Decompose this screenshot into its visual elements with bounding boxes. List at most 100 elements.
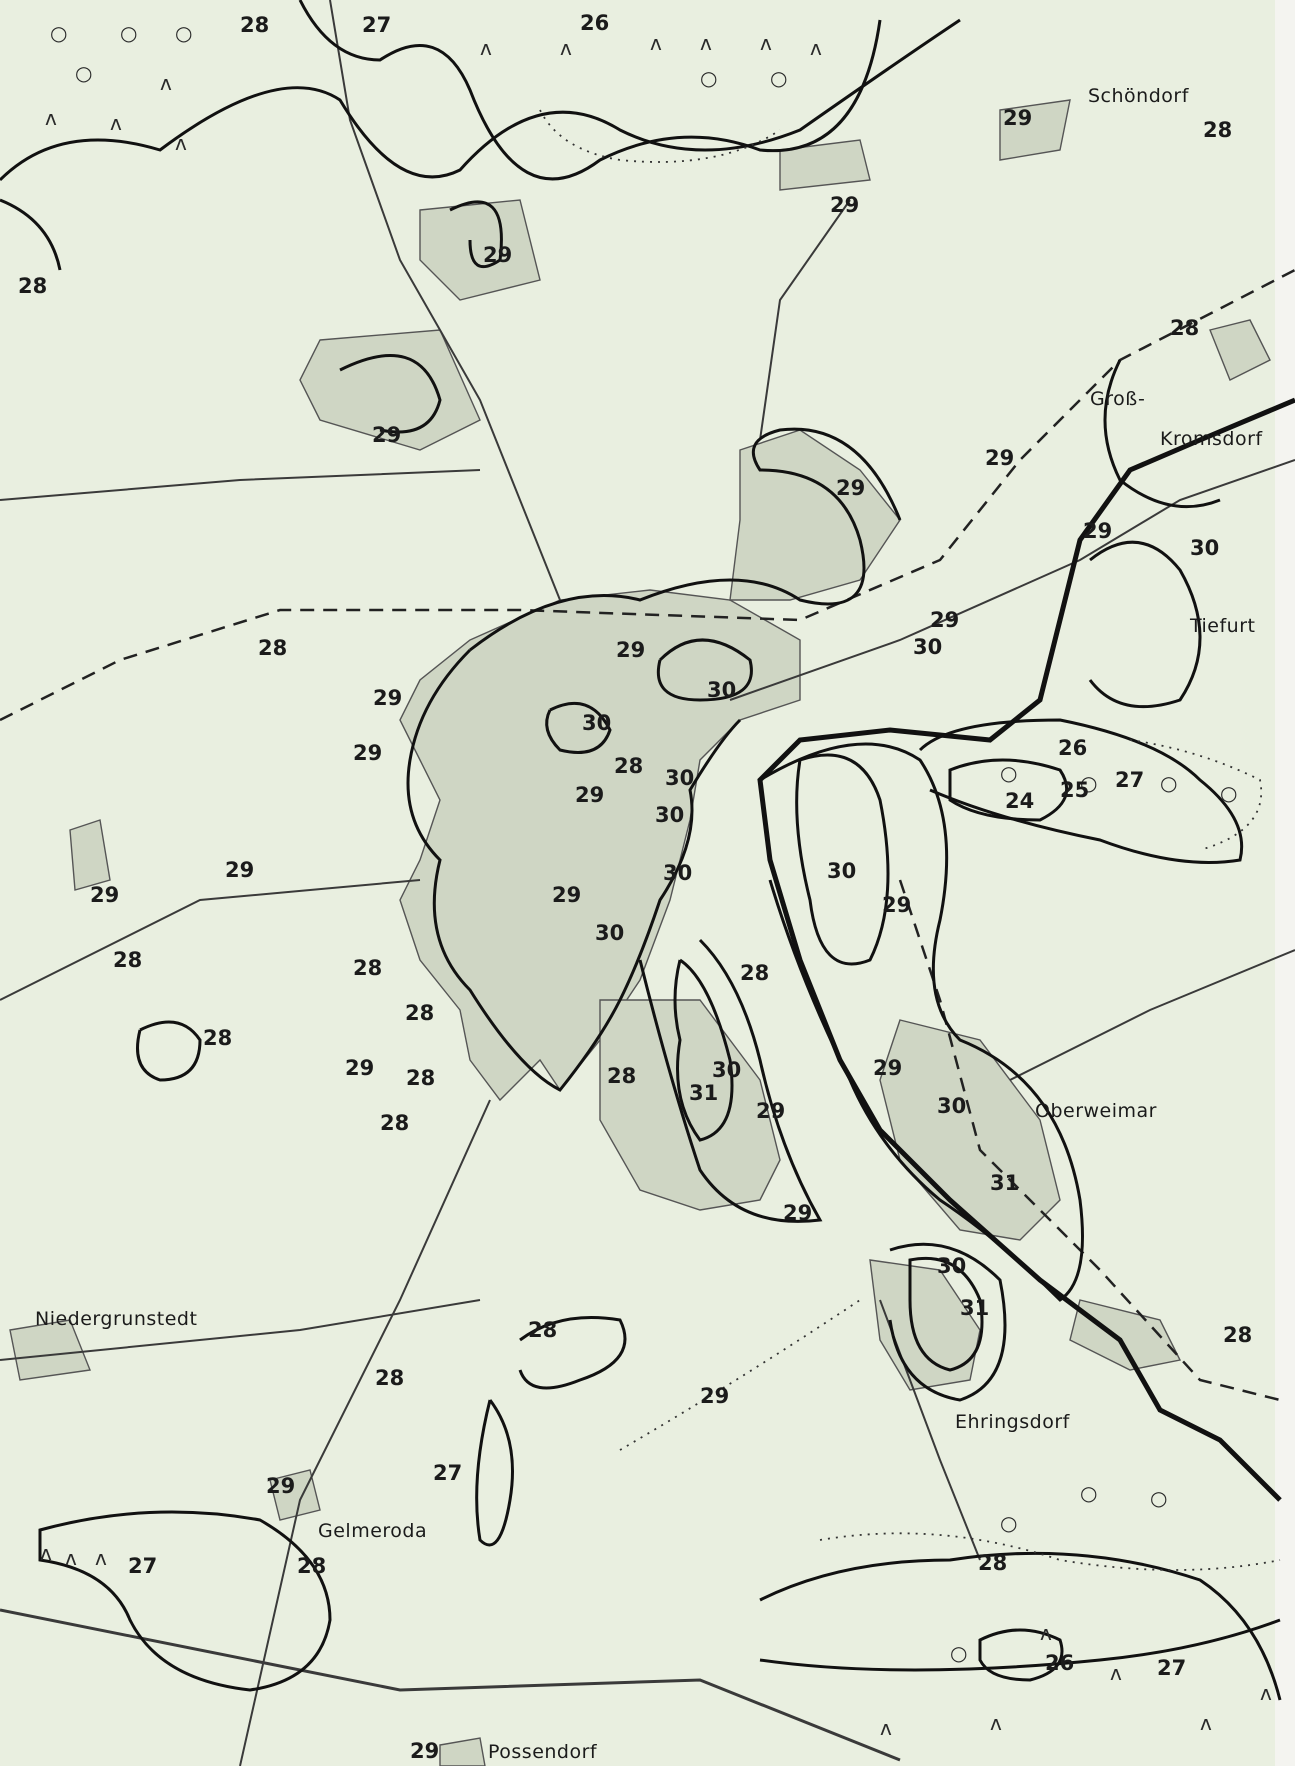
railway-south <box>0 1608 901 1762</box>
svg-text:30: 30 <box>1190 536 1219 560</box>
settlement-schoendorf <box>999 99 1071 161</box>
svg-text:24: 24 <box>1005 789 1034 813</box>
place-label-schoendorf: Schöndorf <box>1088 85 1190 107</box>
svg-text:29: 29 <box>373 686 402 710</box>
isotherm-north-2 <box>298 0 882 181</box>
svg-text:29: 29 <box>410 1739 439 1763</box>
svg-text:29: 29 <box>882 893 911 917</box>
svg-text:ʌ: ʌ <box>65 1546 77 1570</box>
svg-text:28: 28 <box>607 1064 636 1088</box>
svg-text:○: ○ <box>75 61 92 85</box>
svg-text:28: 28 <box>1223 1323 1252 1347</box>
svg-text:29: 29 <box>1083 519 1112 543</box>
svg-text:26: 26 <box>1045 1651 1074 1675</box>
svg-text:27: 27 <box>362 13 391 37</box>
settlement-possendorf <box>439 1737 486 1766</box>
svg-text:ʌ: ʌ <box>760 31 772 55</box>
svg-text:28: 28 <box>614 754 643 778</box>
svg-text:ʌ: ʌ <box>1110 1661 1122 1685</box>
boundary-dashed <box>0 268 1295 722</box>
isotherm-west-28 <box>0 198 62 271</box>
isotherm-south-29 <box>638 938 823 1223</box>
road-north-east <box>759 199 851 441</box>
svg-text:29: 29 <box>985 446 1014 470</box>
svg-text:○: ○ <box>1160 771 1177 795</box>
isotherm-west-28-blob <box>136 1020 202 1082</box>
isotherm-lines <box>0 0 1282 1701</box>
svg-text:○: ○ <box>700 66 717 90</box>
isotherm-nw-29 <box>449 200 503 269</box>
svg-text:○: ○ <box>1150 1486 1167 1510</box>
svg-text:28: 28 <box>113 948 142 972</box>
isotherm-ehringsdorf-30 <box>888 1242 1007 1402</box>
svg-text:29: 29 <box>372 423 401 447</box>
svg-text:ʌ: ʌ <box>1260 1681 1272 1705</box>
svg-text:29: 29 <box>836 476 865 500</box>
svg-text:29: 29 <box>552 883 581 907</box>
settlement-niedergrunstedt <box>9 1319 91 1381</box>
place-label-kromsdorf: Kromsdorf <box>1160 428 1263 450</box>
svg-text:28: 28 <box>405 1001 434 1025</box>
isotherm-south-30 <box>673 958 734 1142</box>
svg-text:29: 29 <box>353 741 382 765</box>
svg-text:28: 28 <box>380 1111 409 1135</box>
place-label-niedergrunstedt: Niedergrunstedt <box>35 1308 197 1330</box>
settlement-nw1 <box>419 199 541 301</box>
svg-text:29: 29 <box>700 1384 729 1408</box>
isotherm-north-1 <box>0 18 961 182</box>
road-oberweimar-east <box>1009 949 1295 1081</box>
place-label-ehringsdorf: Ehringsdorf <box>955 1411 1071 1433</box>
svg-text:28: 28 <box>978 1551 1007 1575</box>
svg-text:28: 28 <box>18 274 47 298</box>
svg-text:31: 31 <box>960 1296 989 1320</box>
svg-text:○: ○ <box>770 66 787 90</box>
svg-text:30: 30 <box>937 1254 966 1278</box>
svg-text:ʌ: ʌ <box>45 106 57 130</box>
isotherm-river-bend <box>795 753 890 966</box>
svg-text:29: 29 <box>783 1201 812 1225</box>
isotherm-south-east <box>759 1551 1282 1701</box>
svg-text:29: 29 <box>873 1056 902 1080</box>
svg-text:28: 28 <box>203 1026 232 1050</box>
svg-text:ʌ: ʌ <box>1040 1621 1052 1645</box>
place-labels: Schöndorf Groß- Kromsdorf Tiefurt Oberwe… <box>35 85 1263 1763</box>
settlement-kromsdorf <box>1209 319 1271 381</box>
svg-text:29: 29 <box>756 1099 785 1123</box>
settlement-east-strip <box>1069 1299 1182 1371</box>
svg-text:30: 30 <box>663 861 692 885</box>
svg-text:30: 30 <box>665 766 694 790</box>
svg-text:ʌ: ʌ <box>560 36 572 60</box>
isotherm-30-north <box>657 638 753 702</box>
svg-text:○: ○ <box>1000 761 1017 785</box>
svg-text:30: 30 <box>827 859 856 883</box>
svg-text:27: 27 <box>128 1554 157 1578</box>
svg-text:28: 28 <box>1203 118 1232 142</box>
svg-text:30: 30 <box>707 678 736 702</box>
svg-text:28: 28 <box>375 1366 404 1390</box>
isotherm-ehringsdorf <box>908 1256 984 1372</box>
svg-text:30: 30 <box>937 1094 966 1118</box>
isotherm-south-27 <box>475 1399 514 1547</box>
place-label-oberweimar: Oberweimar <box>1035 1100 1157 1122</box>
svg-text:ʌ: ʌ <box>700 31 712 55</box>
svg-text:ʌ: ʌ <box>40 1541 52 1565</box>
svg-text:31: 31 <box>990 1171 1019 1195</box>
isotherm-weimar-main <box>406 648 742 1092</box>
settlement-north-road <box>779 139 871 191</box>
svg-text:○: ○ <box>175 21 192 45</box>
svg-text:29: 29 <box>345 1056 374 1080</box>
settlement-west-small <box>69 819 111 891</box>
road-east <box>729 459 1295 701</box>
map-margin <box>1275 0 1295 1766</box>
place-label-gross: Groß- <box>1090 388 1145 410</box>
svg-text:28: 28 <box>1170 316 1199 340</box>
svg-text:29: 29 <box>575 783 604 807</box>
place-label-gelmeroda: Gelmeroda <box>318 1520 427 1542</box>
svg-text:28: 28 <box>353 956 382 980</box>
svg-text:29: 29 <box>930 608 959 632</box>
svg-text:28: 28 <box>528 1318 557 1342</box>
svg-text:27: 27 <box>1115 768 1144 792</box>
svg-text:ʌ: ʌ <box>880 1716 892 1740</box>
svg-text:28: 28 <box>740 961 769 985</box>
